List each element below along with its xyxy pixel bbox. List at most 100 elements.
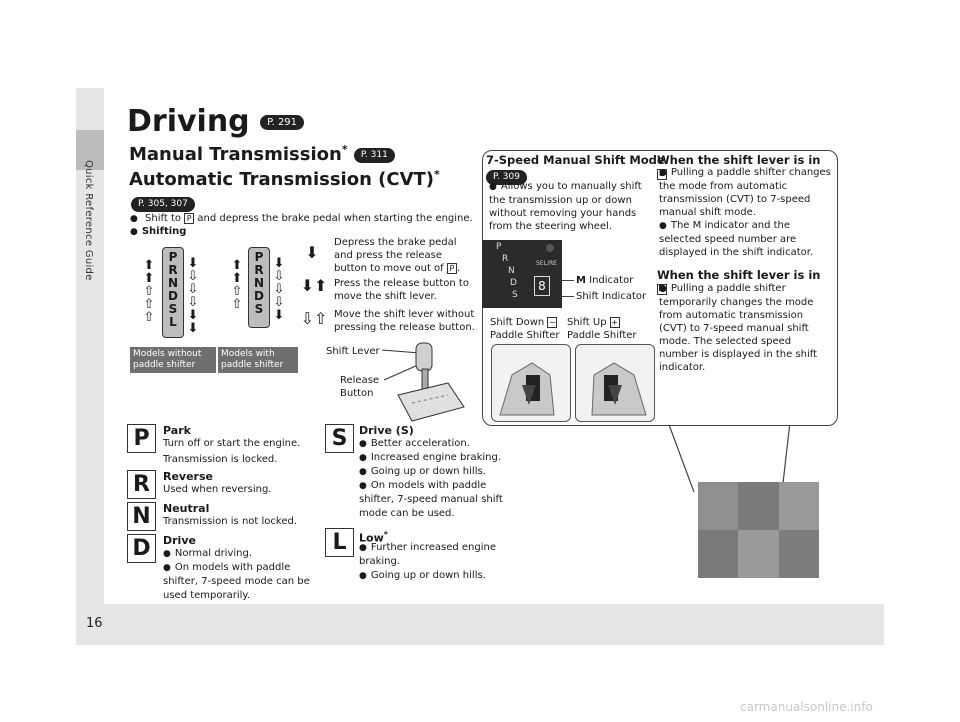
checker-cell (778, 530, 819, 578)
shift-pattern-with-paddle: P R N D S ⬆⬆⇧⇧ ⬇⇩⇩⇩⬇ (230, 247, 292, 332)
arrows-left-without: ⬆⬆⇧⇧⇧ (143, 258, 155, 325)
paddle-left-text: Paddle Shifter (490, 330, 560, 341)
auto-page-ref[interactable]: P. 305, 307 (131, 197, 195, 212)
shift-indicator-label: Shift Indicator (576, 291, 647, 302)
shift-indicator-display: P R N D S SEL/RE 8 (482, 240, 562, 308)
gear-r: R (254, 263, 264, 277)
arrows-right-without: ⬇⇩⇩⇩⬇⬇ (187, 256, 199, 336)
gear-line-reverse: Used when reversing. (163, 484, 272, 495)
gear-title-drive: Drive (163, 534, 196, 547)
auto-asterisk: * (434, 168, 440, 181)
gear-r: R (168, 263, 178, 277)
bullet-shift-to: Shift to P and depress the brake pedal w… (130, 212, 473, 226)
arrow-legend-1: ⬇ (305, 243, 319, 262)
legend-1: Depress the brake pedal and press the re… (334, 237, 461, 274)
shift-lever-illustration (381, 342, 465, 422)
when-d-bullet-1: Pulling a paddle shifter temporarily cha… (659, 282, 831, 374)
when-d-text: When the shift lever is in (657, 268, 821, 282)
shift-to-text-2: and depress the brake pedal when startin… (197, 213, 473, 224)
gear-title-park: Park (163, 424, 191, 437)
legend-1-text: Depress the brake pedal and press the re… (334, 237, 457, 274)
low-asterisk: * (383, 530, 388, 539)
gear-p: P (168, 250, 178, 264)
gear-s: S (168, 302, 178, 316)
display-knob (546, 244, 554, 252)
gear-n: N (253, 276, 265, 290)
display-sel: SEL/RE (536, 260, 557, 267)
when-s-bullet-1: Pulling a paddle shifter changes the mod… (659, 166, 831, 219)
gear-letter-p: P (127, 424, 156, 453)
gear-bullet-drive-2: On models with paddle shifter, 7-speed m… (163, 561, 313, 603)
gear-bullet-sport-2: Increased engine braking. (359, 451, 509, 465)
gear-title-reverse: Reverse (163, 470, 213, 483)
title-page-ref[interactable]: P. 291 (260, 115, 305, 130)
paddle-down-icon (499, 362, 555, 416)
paddle-down-image (491, 344, 571, 422)
gear-letter-r: R (127, 470, 156, 499)
page-number: 16 (86, 616, 103, 631)
checker-cell (698, 530, 739, 578)
checker-cell (738, 482, 779, 530)
gear-l: L (169, 315, 177, 329)
label-models-without: Models without paddle shifter (130, 347, 216, 373)
shift-down-label: Shift Down − Paddle Shifter (490, 316, 562, 342)
callout-bullet: Allows you to manually shift the transmi… (489, 180, 653, 233)
callout-heading: 7-Speed Manual Shift Mode (486, 153, 665, 167)
shift-indicator-leader (562, 296, 574, 297)
legend-key-p: P (446, 262, 457, 274)
gear-title-neutral: Neutral (163, 502, 210, 515)
callout-pointer (667, 421, 791, 493)
key-p: P (184, 212, 195, 224)
arrows-left-with: ⬆⬆⇧⇧ (231, 258, 243, 312)
gear-line-park-2: Transmission is locked. (163, 454, 278, 465)
m-indicator-leader (562, 280, 574, 281)
auto-heading: Automatic Transmission (CVT)* (129, 168, 440, 190)
display-n: N (508, 266, 515, 276)
display-d: D (510, 278, 517, 288)
gear-d: D (254, 289, 264, 303)
gear-title-sport: Drive (S) (359, 424, 414, 437)
gear-bullet-sport-4: On models with paddle shifter, 7-speed m… (359, 479, 504, 521)
bullet-shifting: Shifting (130, 225, 187, 239)
legend-3: Move the shift lever without pressing th… (334, 309, 475, 333)
gear-line-park-1: Turn off or start the engine. (163, 438, 301, 449)
manual-page-ref[interactable]: P. 311 (353, 147, 395, 163)
gear-letter-s: S (325, 424, 354, 453)
gear-line-neutral: Transmission is not locked. (163, 516, 298, 527)
shift-pattern-without-paddle: P R N D S L ⬆⬆⇧⇧⇧ ⬇⇩⇩⇩⬇⬇ (142, 247, 204, 339)
shift-up-text: Shift Up (567, 317, 607, 328)
gear-letter-d: D (127, 534, 156, 563)
release-button-label: Release Button (340, 375, 380, 399)
checker-cell (738, 530, 779, 578)
display-s: S (512, 290, 518, 300)
arrow-legend-2: ⬇⬆ (300, 276, 328, 295)
manual-heading: Manual Transmission* P. 311 (129, 143, 395, 165)
shift-to-text: Shift to (145, 213, 181, 224)
gear-bullet-drive-1: Normal driving. (163, 547, 313, 561)
gear-n: N (167, 276, 179, 290)
legend-2: Press the release button to move the shi… (334, 278, 469, 302)
gear-d: D (168, 289, 178, 303)
gear-column-with: P R N D S (248, 247, 270, 328)
shift-lever-label: Shift Lever (326, 346, 380, 357)
when-s-bullet-2: The M indicator and the selected speed n… (659, 219, 831, 259)
gear-bullet-low-1: Further increased engine braking. (359, 541, 509, 569)
manual-asterisk: * (341, 143, 348, 156)
title-text: Driving (127, 104, 250, 139)
side-tab-label: Quick Reference Guide (83, 160, 94, 281)
paddle-up-icon (591, 362, 647, 416)
gear-bullet-low-2: Going up or down hills. (359, 569, 509, 583)
arrow-legend-3: ⇩⇧ (300, 309, 328, 328)
gear-letter-n: N (127, 502, 156, 531)
page-title: Driving P. 291 (127, 104, 305, 139)
m-indicator-text: Indicator (589, 275, 634, 286)
auto-heading-text: Automatic Transmission (CVT) (129, 169, 435, 190)
manual-heading-text: Manual Transmission (129, 144, 342, 165)
auto-page-ref-wrap: P. 305, 307 (131, 194, 195, 213)
footer-watermark: carmanualsonline.info (740, 700, 873, 714)
paddle-up-image (575, 344, 655, 422)
display-gear-number: 8 (534, 276, 550, 296)
side-tab-marker (76, 130, 104, 170)
gear-s: S (254, 302, 264, 316)
m-indicator-label: M Indicator (576, 274, 633, 287)
